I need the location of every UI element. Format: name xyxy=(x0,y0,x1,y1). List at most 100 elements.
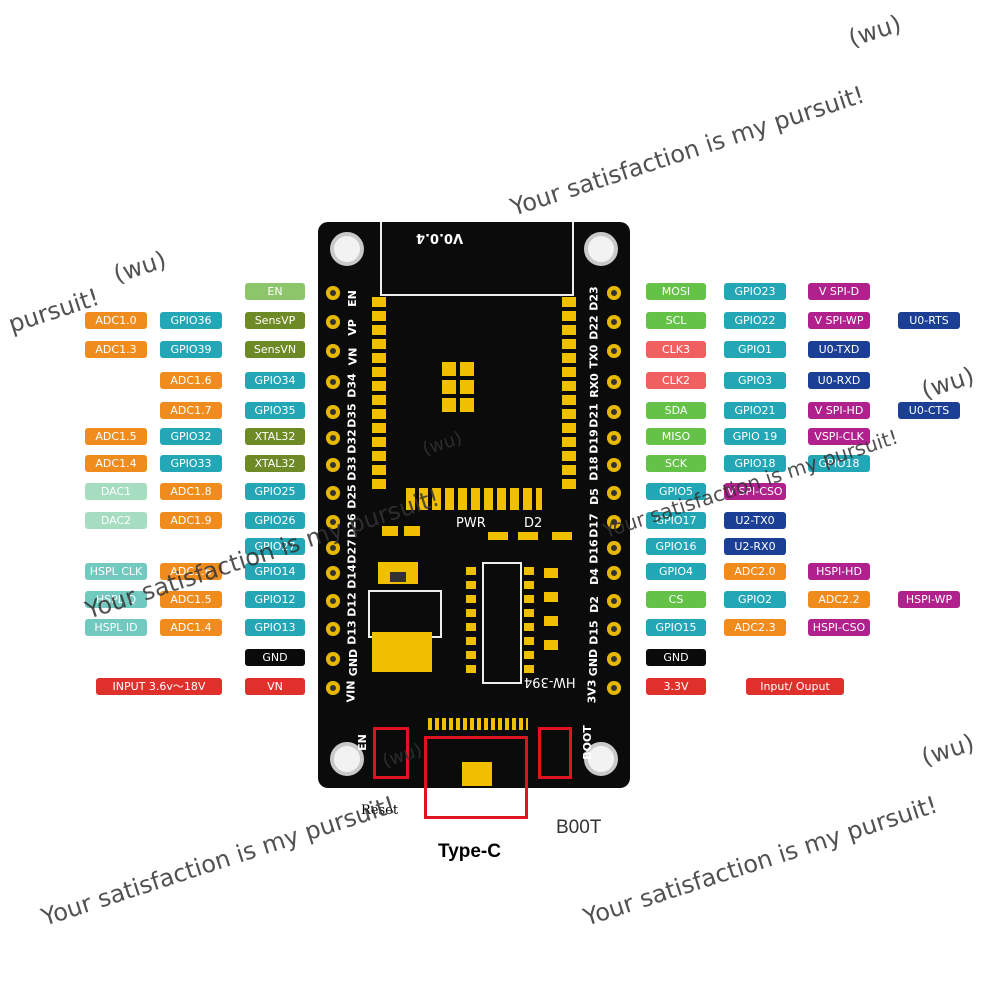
pin-label: HSPI-WP xyxy=(898,591,960,608)
watermark: pursuit! xyxy=(5,283,103,339)
pin-label: GPIO34 xyxy=(245,372,305,389)
pin-label: DAC2 xyxy=(85,512,147,529)
pin-label: U0-TXD xyxy=(808,341,870,358)
module-pads-left xyxy=(372,297,386,493)
header-pad xyxy=(607,315,621,329)
pwr-led-label: PWR xyxy=(456,516,486,531)
header-pad xyxy=(326,375,340,389)
pin-label: ADC1.8 xyxy=(160,483,222,500)
header-pad xyxy=(326,594,340,608)
pin-label: ADC2.2 xyxy=(808,591,870,608)
silk-right-D15: D15 xyxy=(587,620,601,645)
silk-right-D2: D2 xyxy=(587,596,601,613)
smd-component xyxy=(544,568,558,578)
pin-label: CLK3 xyxy=(646,341,706,358)
pin-label: GPIO3 xyxy=(724,372,786,389)
pin-label: U0-RXD xyxy=(808,372,870,389)
pin-label: HSPL Q xyxy=(85,591,147,608)
module-ground-pad xyxy=(460,362,474,376)
pin-label: ADC2.0 xyxy=(724,563,786,580)
silk-right-D19: D19 xyxy=(587,429,601,454)
pin-label: GPIO21 xyxy=(724,402,786,419)
header-pad xyxy=(326,458,340,472)
header-pad xyxy=(607,652,621,666)
pin-label: GPIO18 xyxy=(724,455,786,472)
silk-left-D25: D25 xyxy=(345,484,359,509)
pin-label: V SPI-D xyxy=(808,283,870,300)
pin-label: SensVP xyxy=(245,312,305,329)
pin-label: MISO xyxy=(646,428,706,445)
usb-chip-pins xyxy=(466,567,476,675)
pin-label: XTAL32 xyxy=(245,428,305,445)
pin-label: ADC1.4 xyxy=(160,619,222,636)
pin-label: GPIO1 xyxy=(724,341,786,358)
usb-chip-pins xyxy=(524,567,534,675)
silk-right-D5: D5 xyxy=(587,488,601,505)
smd-component xyxy=(404,526,420,536)
boot-button-highlight xyxy=(538,727,572,779)
pin-label: GPIO4 xyxy=(646,563,706,580)
pin-label: U2-RX0 xyxy=(724,538,786,555)
model-label: HW-394 xyxy=(524,674,576,689)
watermark: (wu) xyxy=(845,9,905,53)
pin-label: SDA xyxy=(646,402,706,419)
header-pad xyxy=(326,344,340,358)
pin-label: U0-RTS xyxy=(898,312,960,329)
pin-label: GPIO32 xyxy=(160,428,222,445)
pin-label: U2-TX0 xyxy=(724,512,786,529)
pin-label: GND xyxy=(245,649,305,666)
pin-label: U0-CTS xyxy=(898,402,960,419)
header-pad xyxy=(607,405,621,419)
pin-label: GPIO25 xyxy=(245,483,305,500)
module-ground-pad xyxy=(442,398,456,412)
reset-caption: Reset xyxy=(361,803,399,818)
pin-label: GPIO35 xyxy=(245,402,305,419)
silk-left-D12: D12 xyxy=(345,592,359,617)
boot-caption: B00T xyxy=(556,817,602,838)
pin-label: HSPL ID xyxy=(85,619,147,636)
pin-label: GPIO12 xyxy=(245,591,305,608)
pin-label: GPIO13 xyxy=(245,619,305,636)
header-pad xyxy=(607,594,621,608)
pin-label: GPIO2 xyxy=(724,591,786,608)
module-pads-bottom xyxy=(406,488,542,510)
header-pad xyxy=(607,541,621,555)
pin-label: VN xyxy=(245,678,305,695)
pin-label: GPIO23 xyxy=(724,283,786,300)
header-pad xyxy=(326,486,340,500)
smd-component xyxy=(544,640,558,650)
silk-left-D27: D27 xyxy=(345,539,359,564)
pin-label: GPIO18 xyxy=(808,455,870,472)
smd-component xyxy=(552,532,572,540)
pin-label: CS xyxy=(646,591,706,608)
usb-connector-pins xyxy=(428,718,528,730)
pin-label: INPUT 3.6v～18V xyxy=(96,678,222,695)
silk-left-D33: D33 xyxy=(345,456,359,481)
pin-label: ADC1.4 xyxy=(85,455,147,472)
header-pad xyxy=(607,286,621,300)
pin-label: SCL xyxy=(646,312,706,329)
pin-label: GPIO36 xyxy=(160,312,222,329)
pin-label: GPIO15 xyxy=(646,619,706,636)
silk-left-D13: D13 xyxy=(345,620,359,645)
header-pad xyxy=(326,405,340,419)
pin-label: V SPI-HD xyxy=(808,402,870,419)
pin-label: ADC1.0 xyxy=(85,312,147,329)
pin-label: SCK xyxy=(646,455,706,472)
wifi-module-outline xyxy=(380,222,574,296)
pin-label: HSPI-HD xyxy=(808,563,870,580)
silk-right-D22: D22 xyxy=(587,315,601,340)
silk-right-TX0: TX0 xyxy=(587,344,601,369)
smd-component xyxy=(518,532,538,540)
pin-label: V SPI-CSO xyxy=(724,483,786,500)
header-pad xyxy=(607,515,621,529)
module-ground-pad xyxy=(442,380,456,394)
silk-right-D21: D21 xyxy=(587,403,601,428)
pin-label: GPIO26 xyxy=(245,512,305,529)
silk-left-GND: GND xyxy=(347,648,361,677)
silk-left-VN: VN xyxy=(346,347,360,366)
usb-chip-outline xyxy=(482,562,522,684)
silk-right-D23: D23 xyxy=(587,286,601,311)
header-pad xyxy=(607,375,621,389)
